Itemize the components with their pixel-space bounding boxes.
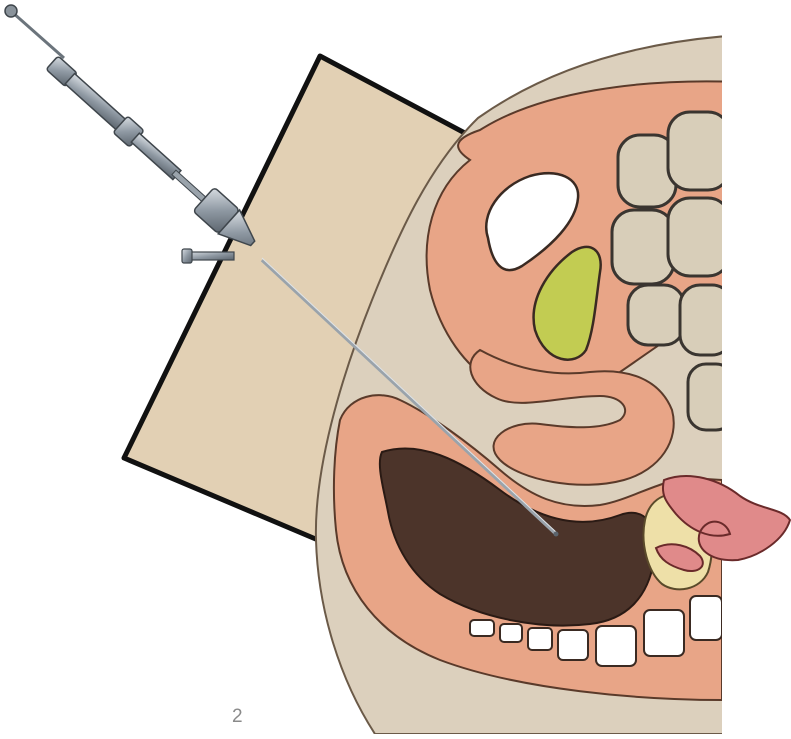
figure-number: 2	[232, 706, 243, 728]
plunger-knob	[5, 5, 17, 17]
needle-tip-icon	[554, 532, 559, 537]
syringe-icon	[5, 5, 263, 263]
